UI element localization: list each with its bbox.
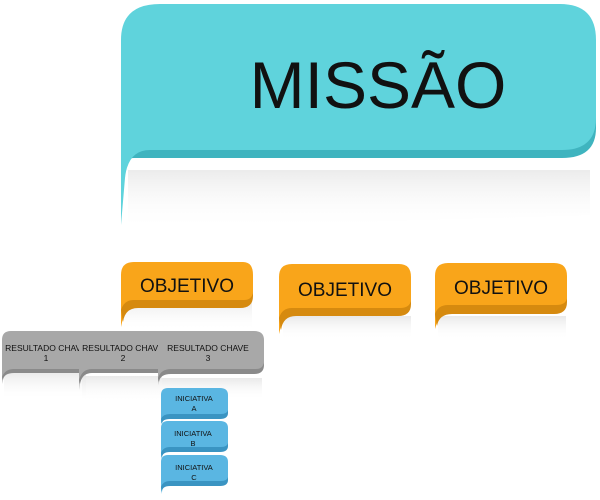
initiative-letter: B bbox=[190, 439, 195, 448]
objective-label: OBJETIVO bbox=[140, 276, 234, 297]
initiative-bubble bbox=[161, 455, 228, 494]
key-result-number: 3 bbox=[206, 353, 211, 363]
initiative-label: INICIATIVA bbox=[174, 429, 212, 438]
objective-label: OBJETIVO bbox=[298, 280, 392, 301]
mission-shadow bbox=[128, 170, 590, 230]
initiative-label: INICIATIVA bbox=[175, 463, 213, 472]
key-result-label: RESULTADO CHAVE bbox=[5, 343, 87, 353]
objective-bubble bbox=[279, 264, 411, 334]
initiative-letter: C bbox=[191, 473, 197, 482]
key-result-number: 1 bbox=[44, 353, 49, 363]
mission-block: MISSÃO bbox=[121, 4, 596, 230]
initiative-a: INICIATIVA A bbox=[161, 388, 228, 424]
objective-1: OBJETIVO bbox=[121, 262, 253, 330]
key-result-bubble bbox=[158, 331, 264, 385]
key-result-label: RESULTADO CHAVE bbox=[82, 343, 164, 353]
initiative-c: INICIATIVA C bbox=[161, 455, 228, 494]
mission-title: MISSÃO bbox=[250, 48, 507, 122]
key-result-bubble bbox=[79, 331, 164, 390]
initiative-b: INICIATIVA B bbox=[161, 421, 228, 459]
key-result-number: 2 bbox=[121, 353, 126, 363]
objective-2: OBJETIVO bbox=[279, 264, 411, 340]
objective-3: OBJETIVO bbox=[435, 263, 567, 340]
key-result-1: RESULTADO CHAVE 1 bbox=[2, 331, 87, 400]
initiative-label: INICIATIVA bbox=[175, 394, 213, 403]
key-result-label: RESULTADO CHAVE bbox=[167, 343, 249, 353]
objective-bubble bbox=[121, 262, 253, 327]
mission-bubble bbox=[121, 4, 596, 225]
objective-label: OBJETIVO bbox=[454, 278, 548, 299]
objective-bubble bbox=[435, 263, 567, 329]
key-result-2: RESULTADO CHAVE 2 bbox=[79, 331, 164, 402]
initiative-letter: A bbox=[191, 404, 196, 413]
